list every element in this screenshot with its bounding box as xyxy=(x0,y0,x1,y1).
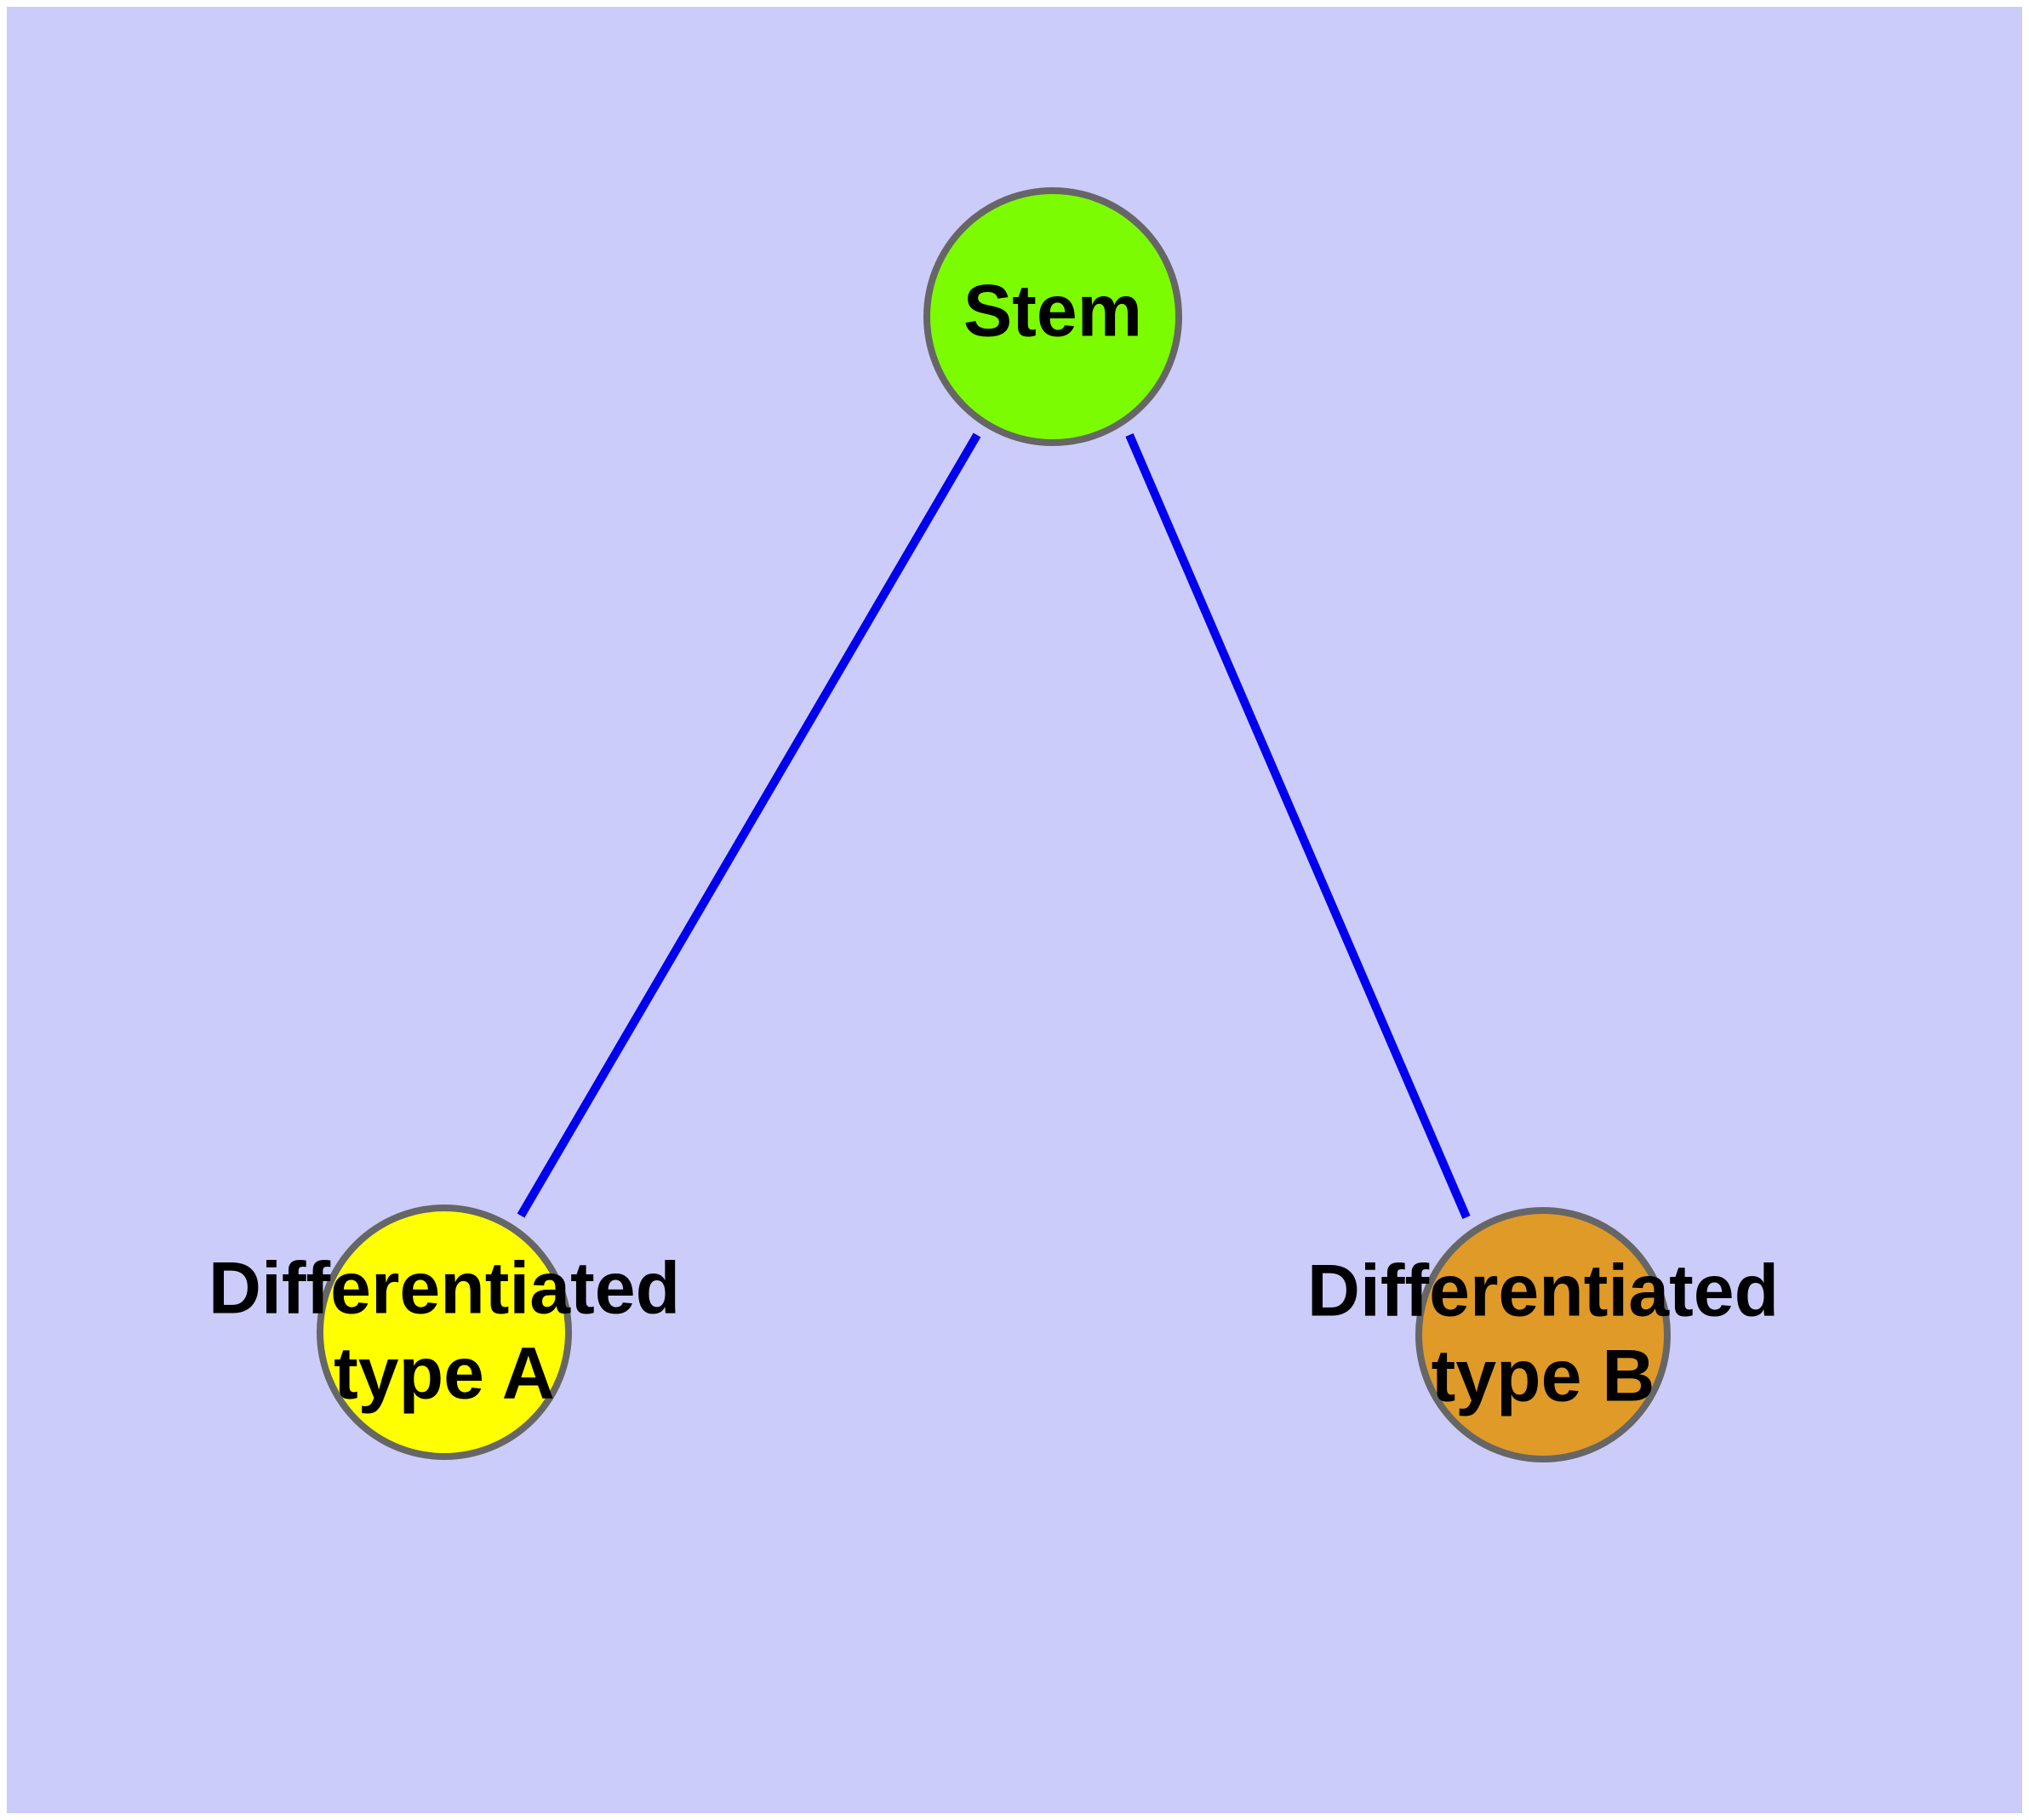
edge-stem-to-differentiated-type-b xyxy=(1125,433,1471,1219)
node-differentiated-type-a-circle[interactable] xyxy=(317,1205,572,1460)
node-stem[interactable]: Stem xyxy=(923,187,1182,446)
node-differentiated-type-b[interactable]: Differentiated type B xyxy=(1307,1207,1779,1462)
node-differentiated-type-a-label-line1: Differentiated xyxy=(209,1248,680,1330)
node-differentiated-type-b-label-line1: Differentiated xyxy=(1307,1251,1779,1332)
node-differentiated-type-a-label-line2: type A xyxy=(334,1333,555,1415)
node-differentiated-type-b-circle[interactable] xyxy=(1415,1207,1671,1462)
edge-group xyxy=(517,432,1471,1219)
node-group: Stem Differentiated type A Differentiate… xyxy=(209,187,1779,1462)
node-stem-circle[interactable] xyxy=(923,187,1182,446)
edge-stem-to-differentiated-type-a xyxy=(517,432,981,1218)
node-differentiated-type-a[interactable]: Differentiated type A xyxy=(209,1205,680,1460)
node-differentiated-type-b-label-line2: type B xyxy=(1432,1336,1655,1417)
node-stem-label: Stem xyxy=(963,271,1142,352)
